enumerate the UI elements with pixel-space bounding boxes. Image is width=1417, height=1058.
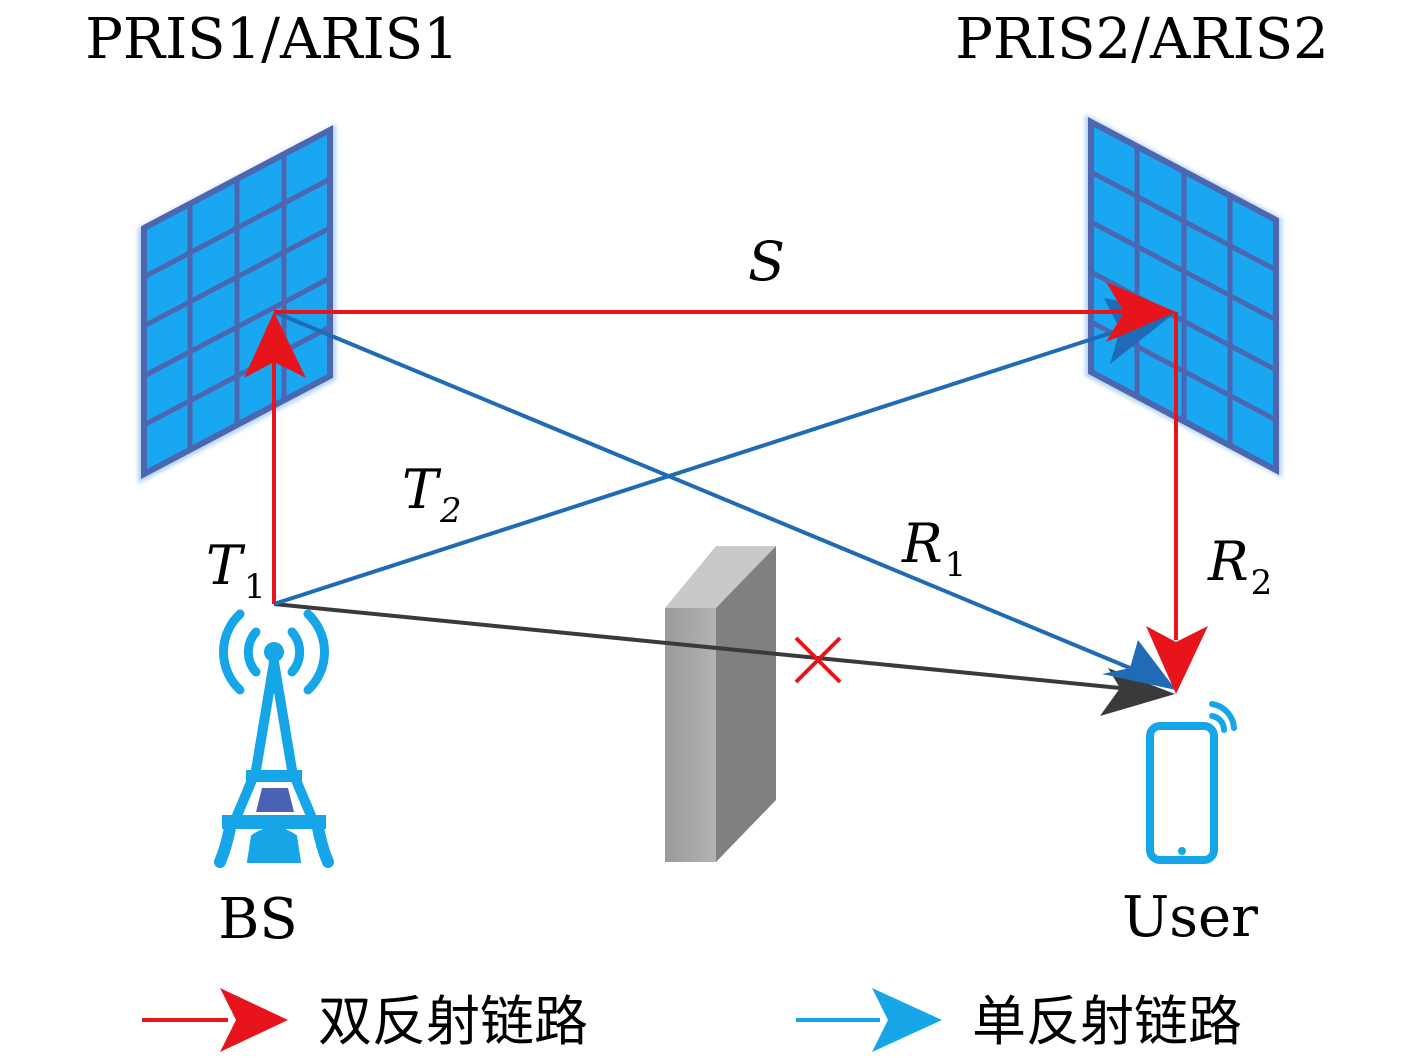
link-label-s: S — [748, 230, 785, 293]
link-label-t2: T2 — [402, 458, 462, 531]
link-label-r1: R1 — [901, 512, 966, 585]
direct-link — [273, 602, 1175, 716]
blocked-x-icon — [794, 636, 842, 684]
link-label-t1: T1 — [206, 534, 266, 607]
ris-panel-2-icon — [1085, 114, 1282, 478]
link-label-r2: R2 — [1207, 530, 1272, 603]
ris-panel-1-grid — [142, 154, 332, 450]
double-reflection-links — [244, 282, 1208, 694]
user-label: User — [1122, 885, 1258, 950]
legend: 双反射链路 单反射链路 — [142, 988, 1242, 1053]
ris-panel-1-icon — [138, 124, 336, 484]
legend-single-arrow-icon — [796, 988, 942, 1052]
bs-label: BS — [218, 887, 298, 952]
ris2-label: PRIS2/ARIS2 — [955, 7, 1329, 72]
legend-double-arrow-icon — [142, 988, 288, 1052]
ris1-label: PRIS1/ARIS1 — [85, 7, 459, 72]
legend-double-label: 双反射链路 — [318, 990, 588, 1053]
smartphone-icon — [1146, 701, 1237, 864]
wall-obstacle-icon — [665, 546, 776, 862]
base-station-tower-icon — [214, 609, 334, 868]
legend-single-label: 单反射链路 — [972, 990, 1242, 1053]
